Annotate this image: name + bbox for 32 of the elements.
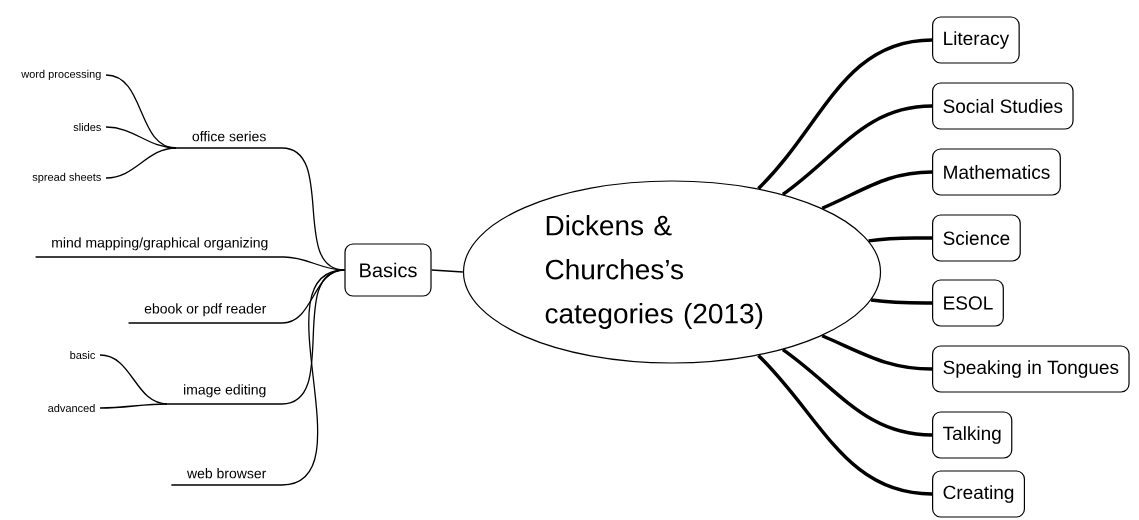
branch-label: spread sheets bbox=[32, 172, 101, 184]
branch-line bbox=[821, 334, 933, 371]
branch-line bbox=[99, 403, 169, 409]
topic-box: Science bbox=[932, 214, 1021, 262]
topic-box: Mathematics bbox=[932, 148, 1061, 196]
branch-line bbox=[781, 348, 933, 437]
branch-label: basic bbox=[70, 350, 96, 360]
branch-line bbox=[757, 354, 933, 496]
branch-line bbox=[757, 38, 933, 190]
branch-line bbox=[170, 269, 346, 486]
branch-label: word processing bbox=[21, 69, 101, 81]
topic-box: Talking bbox=[932, 411, 1013, 459]
branch-label: image editing bbox=[184, 384, 266, 398]
branch-line bbox=[105, 126, 177, 149]
branch-line bbox=[870, 298, 932, 305]
branch-label: advanced bbox=[48, 403, 95, 413]
branch-line bbox=[868, 236, 932, 243]
branch-line bbox=[781, 104, 933, 196]
topic-box: Social Studies bbox=[932, 82, 1074, 130]
branch-label: mind mapping/graphical organizing bbox=[52, 237, 268, 251]
branch-line bbox=[430, 269, 464, 273]
branch-line bbox=[821, 170, 933, 210]
branch-label: slides bbox=[73, 122, 101, 132]
branch-line bbox=[105, 147, 177, 179]
topic-box: Basics bbox=[344, 243, 432, 297]
topic-box: Literacy bbox=[932, 16, 1020, 64]
branch-label: web browser bbox=[187, 468, 267, 479]
topic-box: Speaking in Tongues bbox=[932, 345, 1130, 393]
branch-label: ebook or pdf reader bbox=[144, 303, 267, 317]
topic-box: ESOL bbox=[932, 279, 1004, 327]
topic-box: Creating bbox=[932, 470, 1026, 518]
branch-label: office series bbox=[192, 131, 266, 142]
